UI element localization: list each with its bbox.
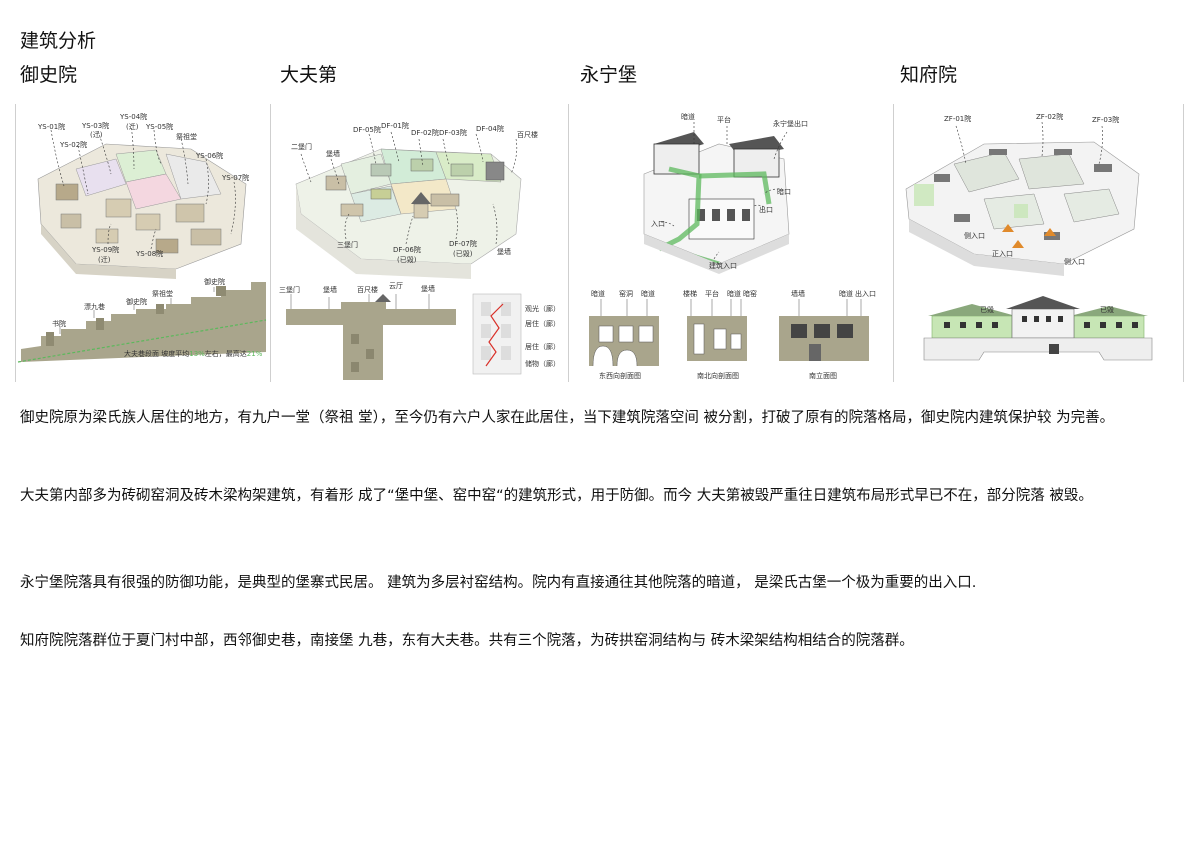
yushi-label: 祭祖堂 — [176, 132, 197, 141]
yongning-section-label: 暗窑 — [743, 289, 757, 298]
zhifu-label: 正入口 — [992, 250, 1013, 258]
yongning-label: 永宁堡出口 — [773, 119, 808, 128]
yushi-section-label: 书院 — [52, 319, 66, 328]
yongning-section-label: 暗道 — [641, 289, 655, 298]
dafu-section — [286, 293, 522, 380]
yongning-label: 出口 — [759, 205, 773, 214]
zhifu-elev-label: 已毁 — [980, 305, 994, 314]
dafu-label: DF-05院 — [353, 125, 381, 134]
dafu-label: (已毁) — [397, 255, 417, 264]
yushi-label: YS-06院 — [195, 151, 223, 160]
yongning-section-ew — [589, 316, 659, 367]
yongning-section-label: 窑洞 — [619, 289, 633, 298]
yongning-section-caption: 南立面图 — [809, 371, 837, 380]
zhifu-label: ZF-02院 — [1036, 112, 1063, 121]
yongning-section-ns — [687, 316, 747, 361]
yongning-diagram: 暗道 平台 永宁堡出口 暗口 出口 入口 建筑入口 暗道 窑洞 暗道 东西向剖面… — [589, 112, 876, 380]
yongning-axonometric — [643, 122, 790, 274]
column-title-yushi: 御史院 — [20, 64, 78, 86]
zhifu-axonometric — [905, 121, 1140, 276]
dafu-label: (已毁) — [453, 249, 473, 258]
yushi-section-label: 御史院 — [204, 277, 225, 286]
divider — [893, 104, 894, 382]
dafu-section-label: 三堡门 — [279, 285, 300, 294]
yongning-section-label: 暗道 — [727, 289, 741, 298]
dafu-label: 三堡门 — [337, 240, 358, 249]
yushi-section — [17, 282, 267, 363]
yongning-section-label: 平台 — [705, 289, 719, 298]
divider — [568, 104, 569, 382]
dafu-label: DF-04院 — [476, 124, 504, 133]
yushi-label: YS-08院 — [135, 249, 163, 258]
yushi-label: YS-02院 — [59, 140, 87, 149]
page-title: 建筑分析 — [20, 30, 97, 52]
yongning-label: 入口 — [651, 220, 665, 228]
yongning-section-label: 暗道 — [839, 289, 853, 298]
yushi-label: YS-04院 — [119, 112, 147, 121]
dafu-legend-item: 居住（廊） — [525, 342, 560, 351]
divider — [15, 104, 16, 382]
dafu-section-label: 云厅 — [389, 282, 403, 290]
yongning-label: 建筑入口 — [709, 261, 737, 270]
yushi-label: (迁) — [126, 122, 139, 131]
yongning-elevation-s — [779, 316, 869, 361]
dafu-diagram: 二堡门 堡墙 DF-05院 DF-01院 DF-02院 DF-03院 DF-04… — [279, 121, 560, 380]
zhifu-label: ZF-03院 — [1092, 115, 1119, 124]
yongning-label: 暗道 — [681, 112, 695, 121]
dafu-section-label: 百尺楼 — [357, 285, 378, 294]
paragraph-dafu: 大夫第内部多为砖砌窑洞及砖木梁构架建筑，有着形 成了“堡中堡、窑中窑“的建筑形式… — [20, 488, 1093, 504]
dafu-label: 堡墙 — [326, 149, 340, 158]
yushi-diagram: YS-01院 YS-02院 YS-03院 (迁) YS-04院 (迁) YS-0… — [17, 112, 267, 363]
column-title-yongning: 永宁堡 — [580, 64, 638, 86]
zhifu-label: 侧入口 — [1064, 257, 1085, 266]
yushi-section-label: 漂九巷 — [84, 302, 105, 311]
zhifu-diagram: ZF-01院 ZF-02院 ZF-03院 侧入口 正入口 侧入口 已毁 已毁 — [905, 112, 1153, 361]
column-title-dafu: 大夫第 — [280, 64, 338, 86]
yongning-section-caption: 东西向剖面图 — [599, 371, 641, 380]
yushi-axonometric — [37, 123, 247, 279]
yongning-label: 平台 — [717, 115, 731, 124]
dafu-legend-item: 居住（廊） — [525, 319, 560, 328]
yushi-caption: 大夫巷段面 坡度平均13%左右，最高达21% — [124, 349, 263, 358]
paragraph-yushi: 御史院原为梁氏族人居住的地方，有九户一堂（祭祖 堂），至今仍有六户人家在此居住，… — [20, 410, 1115, 426]
yongning-section-label: 暗道 — [591, 289, 605, 298]
dafu-label: 二堡门 — [291, 142, 312, 151]
divider — [1183, 104, 1184, 382]
yongning-label: 暗口 — [777, 187, 791, 196]
yushi-label: YS-03院 — [81, 121, 109, 130]
yushi-label: YS-07院 — [221, 173, 249, 182]
dafu-label: DF-01院 — [381, 121, 409, 130]
dafu-label: 堡墙 — [497, 247, 511, 256]
dafu-legend-item: 储物（廊） — [525, 359, 560, 368]
dafu-label: DF-02院 — [411, 128, 439, 137]
zhifu-label: ZF-01院 — [944, 114, 971, 123]
dafu-label: DF-06院 — [393, 245, 421, 254]
dafu-axonometric — [295, 131, 522, 279]
yushi-label: YS-01院 — [37, 122, 65, 131]
yongning-section-caption: 南北向剖面图 — [697, 371, 739, 380]
yushi-label: YS-05院 — [145, 122, 173, 131]
column-title-zhifu: 知府院 — [900, 64, 958, 86]
dafu-section-label: 堡墙 — [421, 284, 435, 293]
dafu-legend-item: 观光（廊） — [525, 304, 560, 313]
dafu-label: DF-07院 — [449, 239, 477, 248]
zhifu-elevation — [923, 296, 1153, 361]
zhifu-elev-label: 已毁 — [1100, 305, 1114, 314]
divider — [270, 104, 271, 382]
yongning-section-label: 楼梯 — [683, 289, 697, 298]
yongning-section-label: 出入口 — [855, 289, 876, 298]
dafu-label: DF-03院 — [439, 128, 467, 137]
yongning-section-label: 墙墙 — [791, 289, 805, 298]
yushi-label: YS-09院 — [91, 245, 119, 254]
paragraph-yongning: 永宁堡院落具有很强的防御功能，是典型的堡寨式民居。 建筑为多层衬窑结构。院内有直… — [20, 575, 977, 591]
yushi-label: (迁) — [98, 255, 111, 264]
yushi-label: (迁) — [90, 130, 103, 139]
zhifu-label: 侧入口 — [964, 231, 985, 240]
yushi-section-label: 祭祖堂 — [152, 289, 173, 298]
dafu-section-label: 堡墙 — [323, 285, 337, 294]
yushi-section-label: 御史院 — [126, 297, 147, 306]
paragraph-zhifu: 知府院院落群位于夏门村中部，西邻御史巷，南接堡 九巷，东有大夫巷。共有三个院落，… — [20, 633, 914, 649]
dafu-label: 百尺楼 — [517, 130, 538, 139]
